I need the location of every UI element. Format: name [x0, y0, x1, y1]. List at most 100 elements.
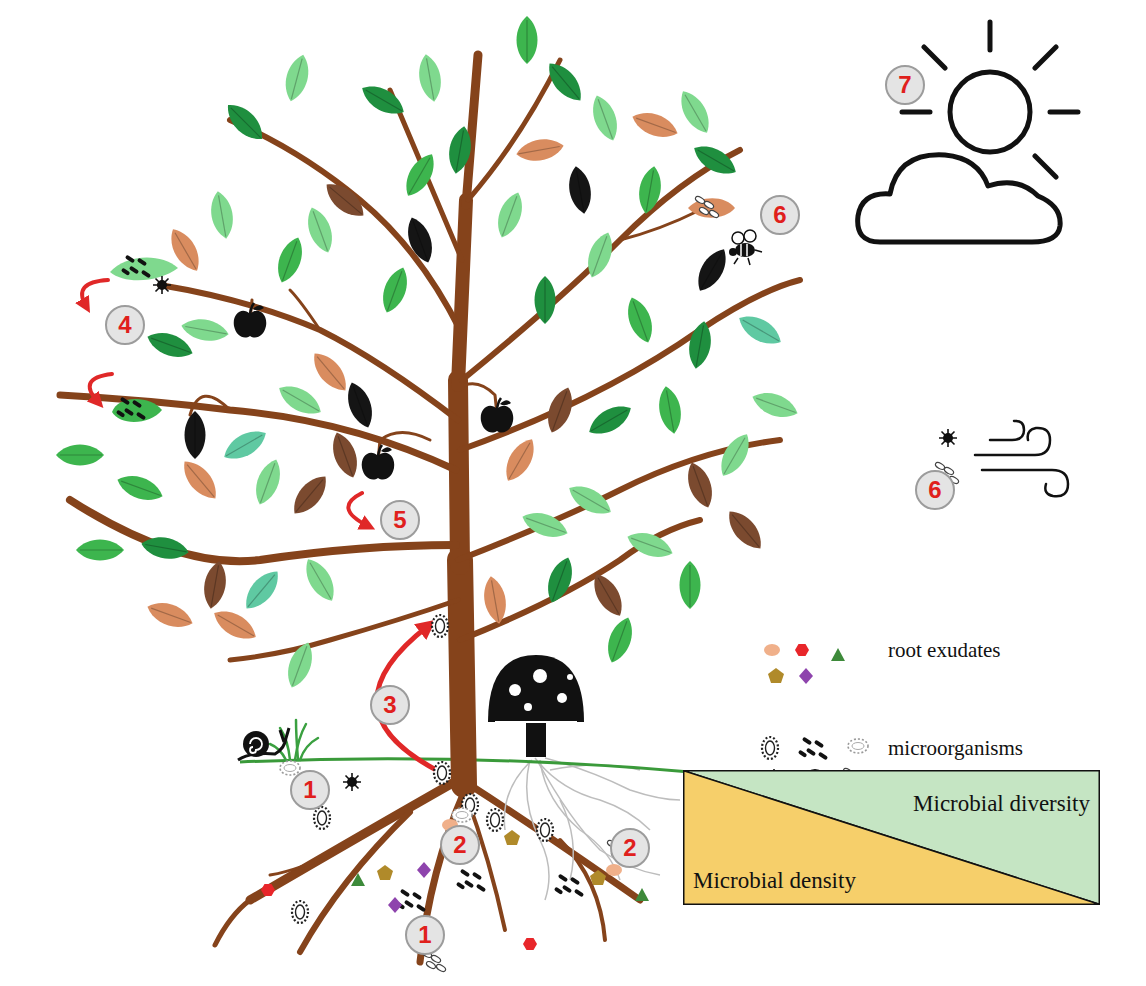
leaf	[480, 575, 509, 626]
callout-number: 2	[453, 833, 466, 857]
leaf	[564, 479, 616, 521]
leaf	[587, 569, 629, 621]
leaf	[689, 139, 741, 181]
leaf	[685, 320, 714, 371]
callout-circle: 7	[885, 65, 925, 105]
leaves	[56, 16, 801, 691]
leaf	[749, 387, 801, 423]
leaf	[377, 264, 413, 316]
leaf	[307, 347, 354, 397]
leaf	[56, 445, 104, 466]
leaf	[492, 189, 528, 241]
band-text: Microbial density	[693, 867, 856, 895]
leaf	[542, 384, 578, 436]
leaf	[327, 429, 363, 481]
callout-circle: 2	[440, 825, 480, 865]
apples	[234, 303, 514, 480]
leaf	[542, 57, 589, 107]
leaf	[144, 327, 196, 363]
root-exudate-molecules	[261, 819, 649, 950]
leaf	[219, 424, 271, 466]
density-band: Microbial density	[683, 770, 1100, 905]
leaf	[357, 79, 409, 121]
leaf	[445, 125, 474, 176]
soil-microbes	[280, 761, 632, 973]
callout-number: 6	[928, 478, 941, 502]
callout-circle: 6	[915, 470, 955, 510]
leaf	[629, 107, 681, 143]
leaf	[207, 190, 236, 241]
trunk-microbes	[432, 615, 450, 784]
leaf	[635, 165, 664, 216]
leaf	[144, 597, 196, 633]
leaf	[200, 560, 229, 611]
leaf	[515, 135, 566, 164]
leaf	[402, 214, 438, 266]
bee	[729, 230, 762, 265]
callout-circle: 4	[105, 305, 145, 345]
legend-heading: root exudates	[888, 638, 1001, 663]
leaf	[415, 53, 444, 104]
leaf	[722, 505, 769, 555]
callout-number: 1	[418, 923, 431, 947]
leaf	[682, 459, 718, 511]
leaf	[250, 456, 286, 508]
trunk-and-branches	[60, 55, 800, 785]
leaf	[602, 614, 638, 666]
infected-leaves	[110, 195, 735, 422]
leaf	[680, 561, 701, 609]
leaf	[691, 244, 733, 296]
callout-number: 5	[393, 508, 406, 532]
leaf	[655, 385, 684, 436]
leaf	[114, 470, 166, 506]
leaf	[584, 399, 636, 441]
leaf	[582, 229, 618, 281]
leaf	[542, 554, 578, 606]
leaf	[239, 565, 286, 615]
leaf	[221, 98, 270, 147]
leaf	[714, 429, 756, 481]
callout-circle: 3	[370, 685, 410, 725]
leaf	[587, 92, 623, 144]
leaf	[282, 639, 318, 691]
callout-circle: 2	[610, 828, 650, 868]
leaf	[674, 86, 716, 138]
leaf	[274, 379, 326, 421]
leaf	[177, 455, 224, 505]
callout-number: 7	[898, 73, 911, 97]
leaf	[535, 276, 556, 324]
leaf	[272, 234, 308, 286]
callout-circle: 1	[290, 770, 330, 810]
leaf	[517, 16, 538, 64]
legend-heading: microorganisms	[888, 736, 1023, 761]
callout-number: 4	[118, 313, 131, 337]
leaf	[209, 604, 261, 646]
callout-number: 3	[383, 693, 396, 717]
leaf	[281, 52, 314, 104]
leaf	[342, 379, 378, 431]
leaf	[299, 554, 341, 606]
leaf	[624, 527, 676, 563]
red-arrows	[82, 280, 440, 772]
callout-number: 6	[773, 203, 786, 227]
callout-number: 1	[303, 778, 316, 802]
exudate-icons	[764, 644, 845, 684]
band-triangle	[684, 771, 1100, 905]
leaf	[622, 294, 658, 346]
callout-number: 2	[623, 836, 636, 860]
leaf	[140, 533, 191, 562]
leaf	[519, 507, 571, 543]
callout-circle: 1	[405, 915, 445, 955]
band-triangle	[684, 771, 1100, 905]
leaf	[320, 177, 370, 224]
mushroom	[488, 655, 584, 757]
leaf	[76, 540, 124, 561]
leaf	[565, 165, 594, 216]
leaf	[185, 411, 206, 459]
callout-circle: 6	[760, 195, 800, 235]
callout-circle: 5	[380, 500, 420, 540]
leaf	[180, 315, 231, 344]
leaf	[499, 434, 541, 486]
leaf	[287, 470, 334, 520]
